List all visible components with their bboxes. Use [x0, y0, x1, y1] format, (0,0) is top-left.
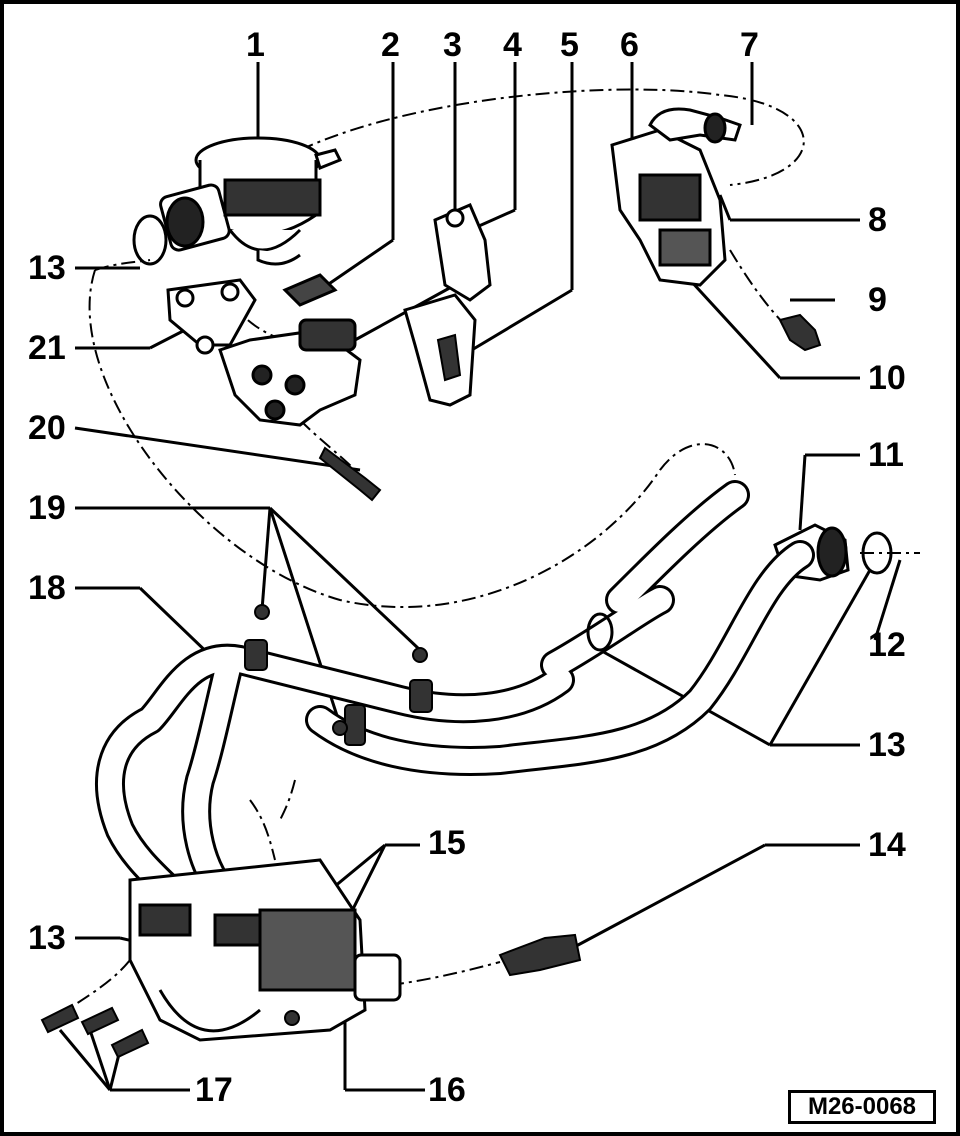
coolant-hoses-inner: [98, 483, 812, 912]
seal-ring-13a: [132, 214, 168, 266]
callout-9: 9: [868, 281, 887, 319]
pump-assembly-part-16: [128, 858, 402, 1042]
callout-20: 20: [28, 409, 66, 447]
callout-2: 2: [381, 26, 400, 64]
seal-ring-13b: [586, 612, 614, 652]
valve-block-part-6: [610, 107, 742, 287]
sensor-part-14: [498, 933, 582, 977]
callout-14: 14: [868, 826, 906, 864]
callout-3: 3: [443, 26, 462, 64]
callout-16: 16: [428, 1071, 466, 1109]
callout-18: 18: [28, 569, 66, 607]
bolt-part-5: [436, 333, 462, 382]
valve-part-1: [159, 136, 343, 266]
callout-13-upper-left: 13: [28, 249, 66, 287]
bolts-part-17: [40, 1003, 150, 1059]
nut-part-15: [284, 1010, 300, 1026]
callout-13-right: 13: [868, 726, 906, 764]
callout-13-lower-left: 13: [28, 919, 66, 957]
callout-10: 10: [868, 359, 906, 397]
callout-6: 6: [620, 26, 639, 64]
clip-part-9: [778, 313, 822, 352]
gasket-part-2: [282, 273, 338, 307]
callout-5: 5: [560, 26, 579, 64]
callout-7: 7: [740, 26, 759, 64]
screw-part-20: [318, 446, 382, 502]
diagram-reference-code: M26-0068: [788, 1090, 936, 1124]
seal-ring-12: [861, 531, 893, 575]
callout-11: 11: [868, 436, 904, 474]
callout-1: 1: [246, 26, 265, 64]
callout-4: 4: [503, 26, 522, 64]
callout-15: 15: [428, 824, 466, 862]
hose-clips: [244, 604, 433, 746]
callout-19: 19: [28, 489, 66, 527]
connecting-pipe-part-21: [166, 278, 362, 427]
callout-21: 21: [28, 329, 66, 367]
callout-17: 17: [195, 1071, 233, 1109]
callout-8: 8: [868, 201, 887, 239]
callout-12: 12: [868, 626, 906, 664]
